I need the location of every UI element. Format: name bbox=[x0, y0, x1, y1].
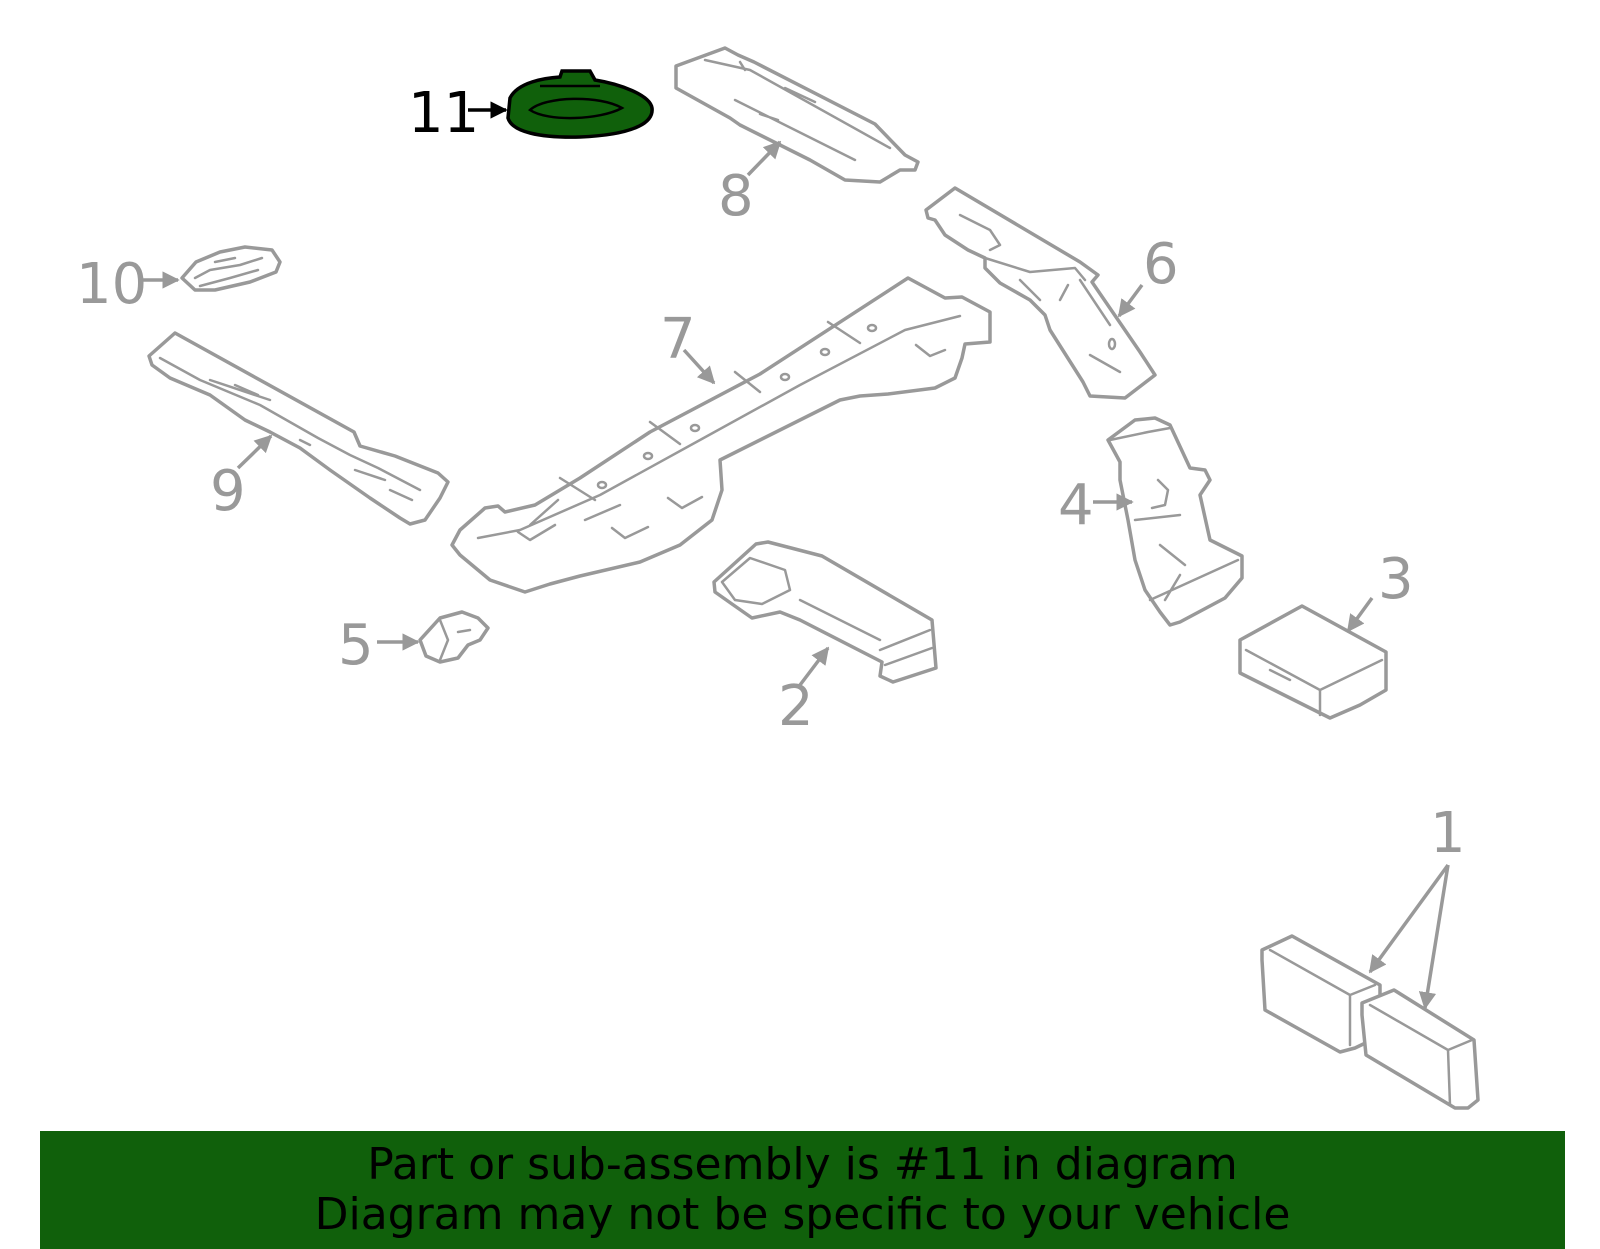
part-2-leader bbox=[798, 646, 830, 687]
part-1-shape bbox=[1260, 934, 1480, 1110]
part-8-leader bbox=[746, 140, 782, 177]
part-2-shape bbox=[712, 540, 938, 684]
part-4-shape bbox=[1106, 416, 1244, 627]
callout-2: 2 bbox=[778, 674, 814, 739]
callout-10: 10 bbox=[76, 252, 147, 317]
banner-line-1: Part or sub-assembly is #11 in diagram bbox=[367, 1139, 1238, 1190]
part-3-shape bbox=[1238, 604, 1388, 720]
part-6-leader bbox=[1117, 283, 1144, 318]
callout-9: 9 bbox=[210, 459, 246, 524]
part-1-leader-a bbox=[1368, 863, 1450, 974]
callout-8: 8 bbox=[718, 164, 754, 229]
callout-11: 11 bbox=[408, 81, 479, 146]
part-5-shape bbox=[418, 610, 490, 664]
part-9-leader bbox=[236, 434, 273, 470]
callout-3: 3 bbox=[1378, 547, 1414, 612]
banner-line-2: Diagram may not be specific to your vehi… bbox=[314, 1189, 1291, 1240]
info-banner: Part or sub-assembly is #11 in diagram D… bbox=[40, 1131, 1565, 1249]
callout-5: 5 bbox=[338, 613, 374, 678]
callout-1: 1 bbox=[1430, 801, 1466, 866]
part-6-shape bbox=[924, 186, 1157, 400]
part-10-shape bbox=[180, 245, 282, 292]
part-3-leader bbox=[1346, 596, 1374, 633]
callout-4: 4 bbox=[1058, 473, 1094, 538]
part-9-shape bbox=[147, 331, 450, 526]
part-7-leader bbox=[682, 348, 716, 385]
part-11-shape bbox=[506, 69, 654, 139]
part-8-shape bbox=[674, 46, 920, 184]
part-1-leader-b bbox=[1418, 864, 1450, 1010]
callout-7: 7 bbox=[660, 307, 696, 372]
part-7-shape bbox=[450, 276, 992, 594]
callout-6: 6 bbox=[1143, 232, 1179, 297]
